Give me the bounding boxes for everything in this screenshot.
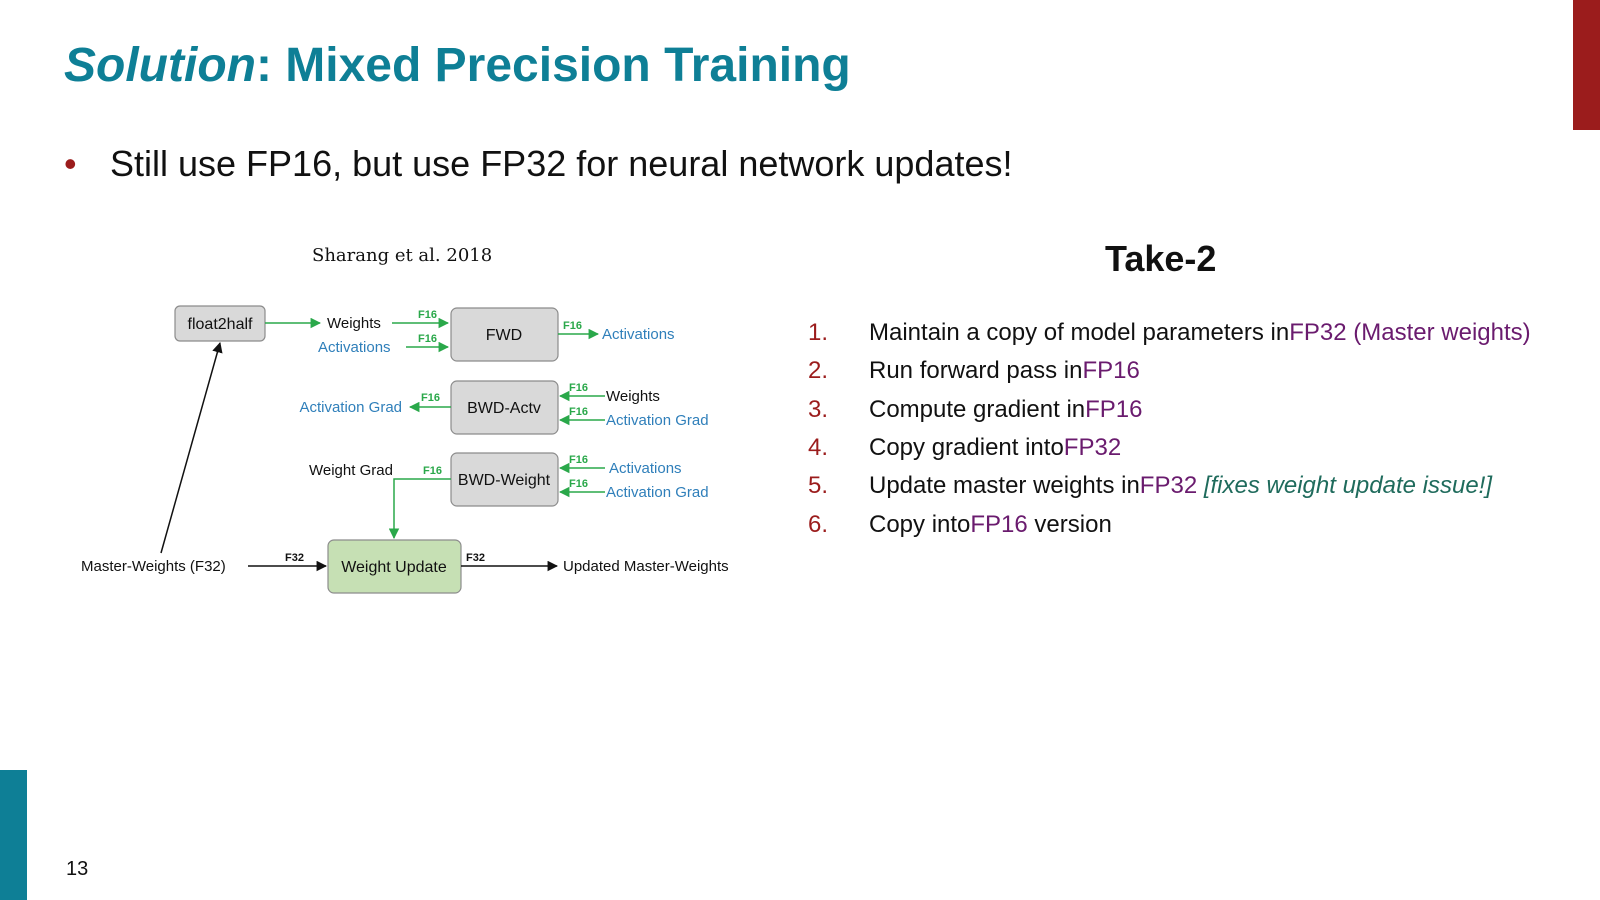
bullet-point: • Still use FP16, but use FP32 for neural…	[64, 142, 1013, 185]
step-item: 1. Maintain a copy of model parameters in…	[808, 314, 1531, 352]
step-number: 6.	[808, 510, 829, 538]
arrow-master-to-float2half	[160, 341, 223, 554]
bwd-actv-in-weights-label: Weights	[606, 388, 660, 405]
fwd-in-weights-label: Weights	[327, 315, 381, 332]
step-item: 6. Copy into FP16 version	[808, 505, 1531, 543]
title-rest: : Mixed Precision Training	[255, 39, 851, 92]
step-number: 5.	[808, 472, 829, 500]
updated-master-weights-label: Updated Master-Weights	[563, 558, 729, 575]
weight-update-label: Weight Update	[341, 559, 447, 576]
bwd-actv-in-grad-label: Activation Grad	[606, 412, 709, 429]
step-post	[1197, 472, 1204, 500]
step-text: Update master weights in	[869, 472, 1140, 500]
tag-f16-bwd-weight-out: F16	[423, 465, 442, 477]
float2half-label: float2half	[188, 316, 253, 333]
fwd-out-activations-label: Activations	[602, 326, 675, 343]
title-italic: Solution	[64, 39, 256, 92]
tag-f16-bwd-weight-grad: F16	[569, 478, 588, 490]
step-text: Maintain a copy of model parameters in	[869, 319, 1290, 347]
tag-f32-in: F32	[285, 552, 304, 564]
step-number: 3.	[808, 395, 829, 423]
bullet-icon: •	[64, 143, 77, 184]
slide-title: Solution: Mixed Precision Training	[64, 39, 851, 93]
take2-steps: 1. Maintain a copy of model parameters in…	[808, 314, 1531, 544]
step-text: Copy gradient into	[869, 434, 1064, 462]
tag-f16-bwd-actv-out: F16	[421, 392, 440, 404]
step-highlight: FP16	[970, 510, 1028, 538]
bwd-actv-label: BWD-Actv	[467, 400, 541, 417]
step-number: 1.	[808, 319, 829, 347]
tag-f16-bwd-actv-grad: F16	[569, 406, 588, 418]
tag-f16-fwd-weights: F16	[418, 309, 437, 321]
step-highlight: FP32	[1063, 434, 1122, 462]
take2-heading: Take-2	[1105, 238, 1217, 279]
step-item: 4. Copy gradient into FP32	[808, 429, 1531, 467]
step-number: 4.	[808, 434, 829, 462]
page-number: 13	[66, 858, 89, 880]
step-highlight: FP16	[1085, 395, 1143, 423]
step-post: version	[1027, 510, 1112, 538]
tag-f16-fwd-out: F16	[563, 320, 582, 332]
step-number: 2.	[808, 357, 829, 385]
tag-f16-fwd-activations: F16	[418, 333, 437, 345]
step-item: 3. Compute gradient in FP16	[808, 391, 1531, 429]
accent-bar-bottom	[0, 770, 27, 900]
step-text: Compute gradient in	[869, 395, 1086, 423]
tag-f16-bwd-actv-weights: F16	[569, 382, 588, 394]
master-weights-label: Master-Weights (F32)	[81, 558, 226, 575]
fwd-label: FWD	[486, 327, 522, 344]
step-highlight: FP32 (Master weights)	[1289, 319, 1531, 347]
step-note: [fixes weight update issue!]	[1203, 472, 1493, 500]
arrow-weight-grad-to-update	[388, 478, 451, 540]
step-text: Run forward pass in	[869, 357, 1083, 385]
bwd-weight-in-activations-label: Activations	[609, 460, 682, 477]
bwd-actv-out-label: Activation Grad	[299, 399, 402, 416]
fwd-in-activations-label: Activations	[318, 339, 391, 356]
accent-bar-top	[1573, 0, 1600, 130]
tag-f16-bwd-weight-activations: F16	[569, 454, 588, 466]
step-highlight: FP32	[1139, 472, 1198, 500]
step-highlight: FP16	[1082, 357, 1140, 385]
bwd-weight-out-label: Weight Grad	[309, 462, 393, 479]
tag-f32-out: F32	[466, 552, 485, 564]
diagram-citation: Sharang et al. 2018	[312, 245, 493, 266]
step-item: 2. Run forward pass in FP16	[808, 352, 1531, 390]
bwd-weight-in-grad-label: Activation Grad	[606, 484, 709, 501]
step-text: Copy into	[869, 510, 971, 538]
bullet-text: Still use FP16, but use FP32 for neural …	[110, 143, 1013, 184]
step-item: 5. Update master weights in FP32 [fixes w…	[808, 467, 1531, 505]
bwd-weight-label: BWD-Weight	[458, 472, 551, 489]
